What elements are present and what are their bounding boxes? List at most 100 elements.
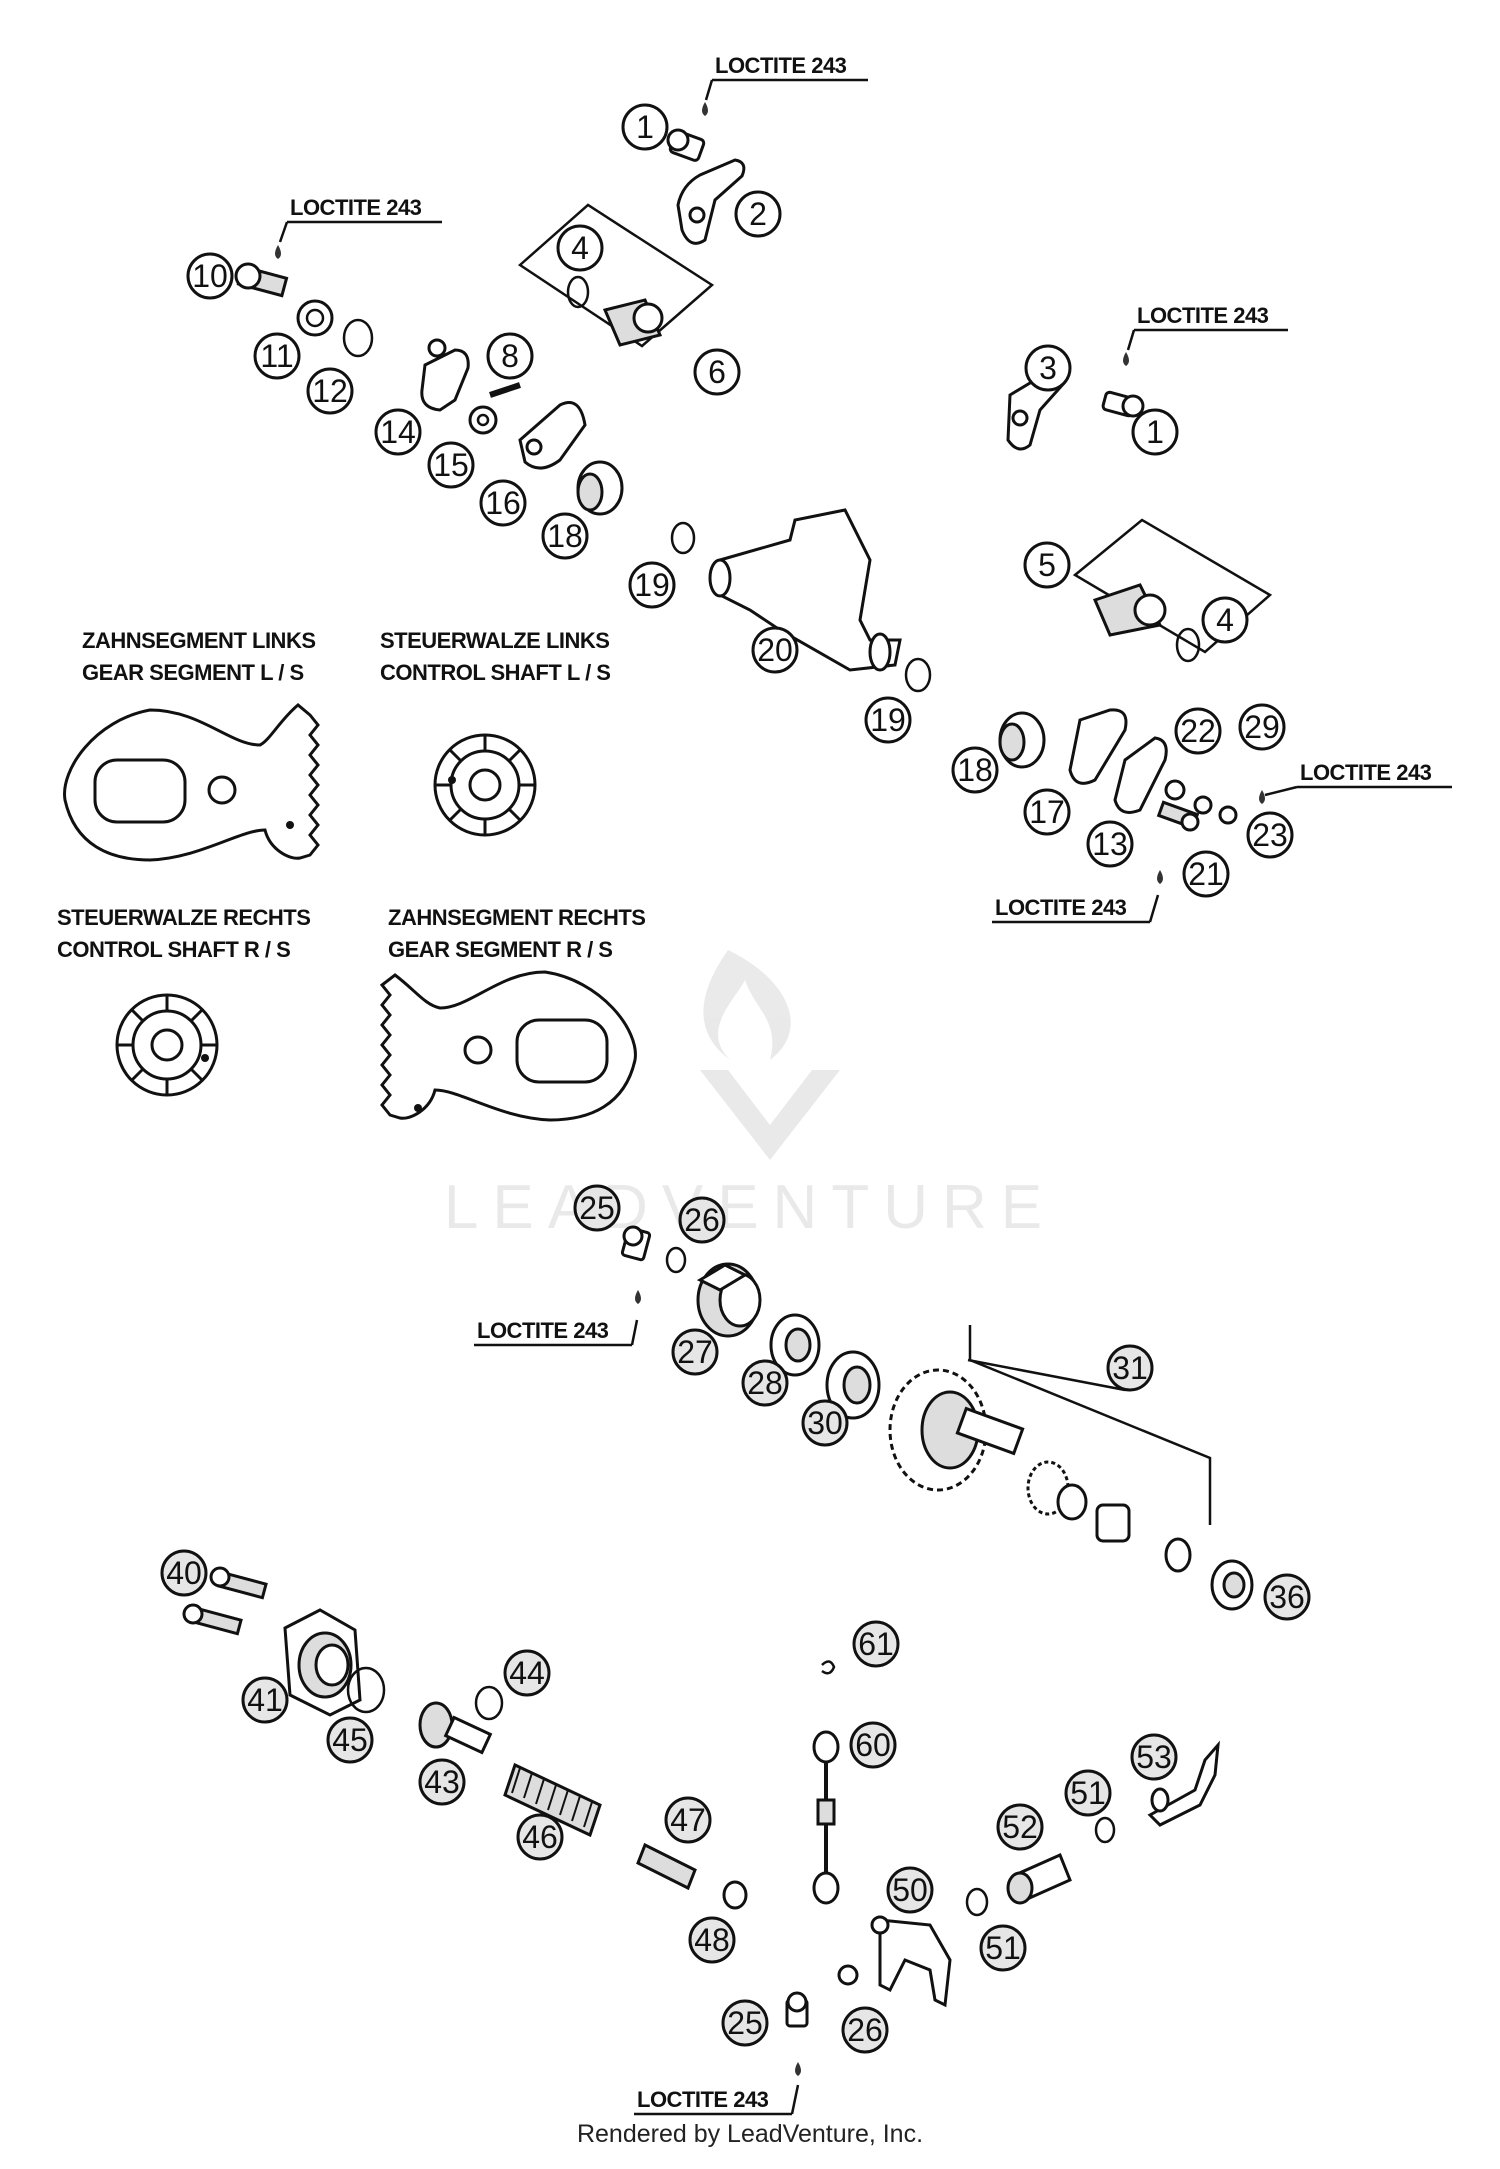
part-bolts-40 [182, 1566, 268, 1636]
callout-13: 13 [1086, 820, 1134, 868]
callout-circle [1023, 788, 1071, 836]
callout-number: 50 [892, 1872, 928, 1908]
svg-text:LOCTITE 243: LOCTITE 243 [1300, 760, 1432, 785]
callout-number: 2 [749, 196, 767, 232]
callout-number: 20 [757, 632, 793, 668]
part-cage-27 [696, 1262, 762, 1338]
svg-text:CONTROL SHAFT R / S: CONTROL SHAFT R / S [57, 937, 290, 962]
callout-number: 26 [847, 2012, 883, 2048]
callout-number: 13 [1092, 826, 1128, 862]
callout-4: 4 [1201, 596, 1249, 644]
callout-circle [374, 408, 422, 456]
part-washers-22-29 [1164, 779, 1238, 825]
callout-14: 14 [374, 408, 422, 456]
callout-number: 21 [1188, 856, 1224, 892]
part-circlip-12 [342, 318, 374, 358]
part-spring-46 [503, 1762, 602, 1838]
callout-31: 31 [1106, 1344, 1154, 1392]
callout-50: 50 [886, 1866, 934, 1914]
callout-number: 43 [424, 1764, 460, 1800]
svg-text:LOCTITE 243: LOCTITE 243 [715, 53, 847, 78]
part-bearing-28 [769, 1313, 821, 1377]
callout-number: 18 [957, 752, 993, 788]
callout-45: 45 [326, 1716, 374, 1764]
callout-6: 6 [693, 348, 741, 396]
part-screw-25-bottom [785, 1991, 809, 2028]
callout-number: 51 [985, 1930, 1021, 1966]
callout-2: 2 [734, 190, 782, 238]
part-washer-51-right [1094, 1816, 1116, 1844]
svg-text:LOCTITE 243: LOCTITE 243 [995, 895, 1127, 920]
part-spring-47 [636, 1842, 697, 1891]
callout-number: 5 [1038, 547, 1056, 583]
part-gear-31 [888, 1325, 1212, 1573]
callout-18: 18 [541, 512, 589, 560]
part-lever-14 [420, 338, 470, 412]
callout-number: 22 [1180, 713, 1216, 749]
callout-number: 26 [684, 1202, 720, 1238]
callout-15: 15 [427, 441, 475, 489]
part-oring-19-top [670, 521, 696, 555]
part-gear-segment-16 [518, 401, 587, 470]
part-oring-45 [346, 1666, 386, 1714]
callout-number: 23 [1252, 817, 1288, 853]
callout-number: 36 [1269, 1579, 1305, 1615]
part-lever-13 [1113, 736, 1168, 814]
svg-text:LOCTITE 243: LOCTITE 243 [637, 2087, 769, 2112]
callout-number: 12 [312, 373, 348, 409]
callout-52: 52 [996, 1803, 1044, 1851]
view-control-shaft-right: STEUERWALZE RECHTS CONTROL SHAFT R / S [57, 905, 311, 1097]
callout-circle [418, 1758, 466, 1806]
callout-circle [516, 1813, 564, 1861]
svg-text:LOCTITE 243: LOCTITE 243 [1137, 303, 1269, 328]
callout-number: 60 [855, 1727, 891, 1763]
callout-circle [1024, 344, 1072, 392]
callout-circle [1182, 850, 1230, 898]
part-sleeve-52 [1006, 1852, 1072, 1905]
callout-number: 8 [501, 338, 519, 374]
part-washer-15 [468, 405, 498, 435]
callout-number: 47 [670, 1802, 706, 1838]
callout-number: 48 [694, 1922, 730, 1958]
callout-circle [1201, 596, 1249, 644]
callout-30: 30 [801, 1399, 849, 1447]
callout-circle [741, 1359, 789, 1407]
callout-circle [751, 626, 799, 674]
part-screw-1-right [1101, 390, 1145, 418]
callout-circle [160, 1549, 208, 1597]
callout-number: 30 [807, 1405, 843, 1441]
callout-36: 36 [1263, 1573, 1311, 1621]
callout-23: 23 [1246, 811, 1294, 859]
view-gear-segment-left: ZAHNSEGMENT LINKS GEAR SEGMENT L / S [63, 628, 320, 862]
callout-26: 26 [841, 2006, 889, 2054]
callout-number: 45 [332, 1722, 368, 1758]
part-screw-1-top [666, 128, 706, 162]
part-lever-2 [676, 158, 746, 245]
callout-number: 40 [166, 1555, 202, 1591]
view-control-shaft-left: STEUERWALZE LINKS CONTROL SHAFT L / S [380, 628, 611, 837]
callout-number: 17 [1029, 794, 1065, 830]
callout-number: 51 [1070, 1775, 1106, 1811]
loctite-label-4: LOCTITE 243 [1264, 760, 1452, 797]
callout-circle [979, 1924, 1027, 1972]
loctite-label-5: LOCTITE 243 [992, 894, 1160, 924]
callout-4: 4 [556, 224, 604, 272]
part-bearing-36 [1210, 1559, 1254, 1611]
callout-circle [1131, 408, 1179, 456]
callout-47: 47 [664, 1796, 712, 1844]
loctite-label-6: LOCTITE 243 [474, 1318, 639, 1347]
callout-number: 1 [1146, 414, 1164, 450]
callout-circle [253, 332, 301, 380]
loctite-label-3: LOCTITE 243 [1126, 303, 1288, 351]
callout-number: 29 [1244, 709, 1280, 745]
callout-27: 27 [671, 1328, 719, 1376]
callout-41: 41 [241, 1676, 289, 1724]
part-bearing-11 [296, 299, 334, 337]
callout-circle [1064, 1769, 1112, 1817]
part-pin-8 [489, 382, 521, 398]
callout-5: 5 [1023, 541, 1071, 589]
callout-53: 53 [1130, 1733, 1178, 1781]
callout-number: 31 [1112, 1350, 1148, 1386]
